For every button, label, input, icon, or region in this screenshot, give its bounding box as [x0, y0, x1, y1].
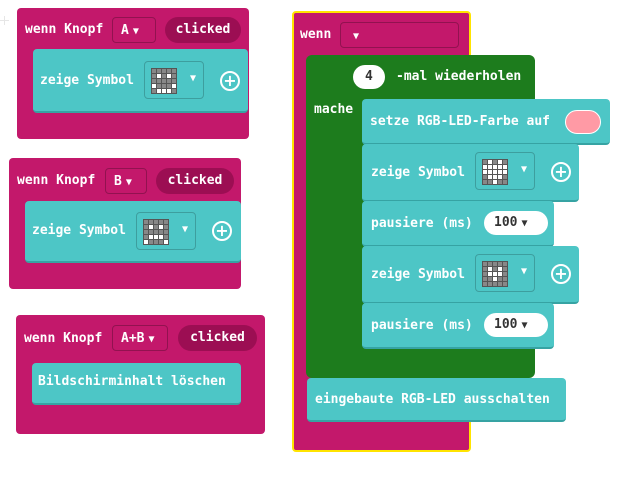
clicked-dropdown[interactable]: clicked — [178, 325, 257, 351]
add-icon[interactable]: + — [212, 221, 232, 241]
button-a-dropdown[interactable]: A▼ — [112, 17, 156, 43]
add-icon[interactable]: + — [551, 264, 571, 284]
on-gesture-label: wenn — [300, 27, 332, 42]
chevron-down-icon: ▼ — [520, 164, 527, 175]
on-button-a-block[interactable]: wenn Knopf A▼ clicked zeige Symbol ▼ + — [17, 8, 249, 139]
happy-face-icon — [151, 68, 177, 94]
on-button-b-block[interactable]: wenn Knopf B▼ clicked zeige Symbol ▼ + — [9, 158, 241, 289]
button-b-value: B — [114, 174, 122, 189]
chevron-down-icon: ▼ — [520, 266, 527, 277]
add-icon[interactable]: + — [220, 71, 240, 91]
when-button-label: wenn Knopf — [24, 331, 103, 346]
button-b-dropdown[interactable]: B▼ — [105, 168, 147, 194]
pause-label: pausiere (ms) — [371, 216, 473, 231]
small-heart-icon — [482, 261, 508, 287]
add-icon[interactable]: + — [551, 162, 571, 182]
rgb-off-block[interactable]: eingebaute RGB-LED ausschalten — [307, 378, 566, 422]
color-picker[interactable] — [565, 110, 601, 134]
show-icon-block[interactable]: zeige Symbol ▼ + — [362, 246, 579, 304]
show-icon-block[interactable]: zeige Symbol ▼ + — [33, 49, 248, 113]
sad-face-icon — [143, 219, 169, 245]
icon-picker[interactable]: ▼ — [136, 212, 196, 250]
on-button-ab-block[interactable]: wenn Knopf A+B▼ clicked Bildschirminhalt… — [16, 315, 265, 434]
button-a-value: A — [121, 23, 129, 38]
show-icon-block[interactable]: zeige Symbol ▼ + — [362, 144, 579, 202]
pause-duration-dropdown[interactable]: 100▼ — [484, 211, 548, 235]
clicked-dropdown[interactable]: clicked — [165, 17, 241, 43]
show-icon-label: zeige Symbol — [371, 267, 465, 282]
icon-picker[interactable]: ▼ — [475, 152, 535, 190]
chevron-down-icon: ▼ — [125, 177, 132, 188]
icon-picker[interactable]: ▼ — [475, 254, 535, 292]
show-icon-label: zeige Symbol — [40, 73, 134, 88]
when-button-label: wenn Knopf — [25, 22, 104, 37]
clear-screen-label: Bildschirminhalt löschen — [38, 374, 226, 389]
chevron-down-icon: ▼ — [132, 26, 139, 37]
set-rgb-label: setze RGB-LED-Farbe auf — [370, 114, 551, 129]
clear-screen-block[interactable]: Bildschirminhalt löschen — [32, 363, 241, 405]
chevron-down-icon: ▼ — [521, 218, 528, 229]
pause-value: 100 — [494, 317, 518, 332]
heart-icon — [482, 159, 508, 185]
chevron-down-icon: ▼ — [181, 224, 188, 235]
pause-label: pausiere (ms) — [371, 318, 473, 333]
show-icon-label: zeige Symbol — [371, 165, 465, 180]
repeat-label: -mal wiederholen — [396, 69, 522, 84]
pause-block[interactable]: pausiere (ms) 100▼ — [362, 201, 554, 247]
do-label: mache — [314, 102, 354, 117]
button-ab-value: A+B — [121, 331, 145, 346]
set-rgb-color-block[interactable]: setze RGB-LED-Farbe auf — [362, 99, 610, 145]
rgb-off-label: eingebaute RGB-LED ausschalten — [315, 392, 550, 407]
button-ab-dropdown[interactable]: A+B▼ — [112, 325, 168, 351]
when-button-label: wenn Knopf — [17, 173, 96, 188]
pause-value: 100 — [494, 215, 518, 230]
chevron-down-icon: ▼ — [521, 320, 528, 331]
chevron-down-icon: ▼ — [189, 73, 196, 84]
pause-block[interactable]: pausiere (ms) 100▼ — [362, 303, 554, 349]
chevron-down-icon: ▼ — [353, 31, 360, 42]
show-icon-block[interactable]: zeige Symbol ▼ + — [25, 201, 241, 263]
repeat-count-input[interactable]: 4 — [353, 65, 385, 89]
clicked-dropdown[interactable]: clicked — [156, 168, 234, 194]
chevron-down-icon: ▼ — [148, 334, 155, 345]
show-icon-label: zeige Symbol — [32, 223, 126, 238]
pause-duration-dropdown[interactable]: 100▼ — [484, 313, 548, 337]
icon-picker[interactable]: ▼ — [144, 61, 204, 99]
gesture-dropdown[interactable]: ▼ — [340, 22, 459, 48]
